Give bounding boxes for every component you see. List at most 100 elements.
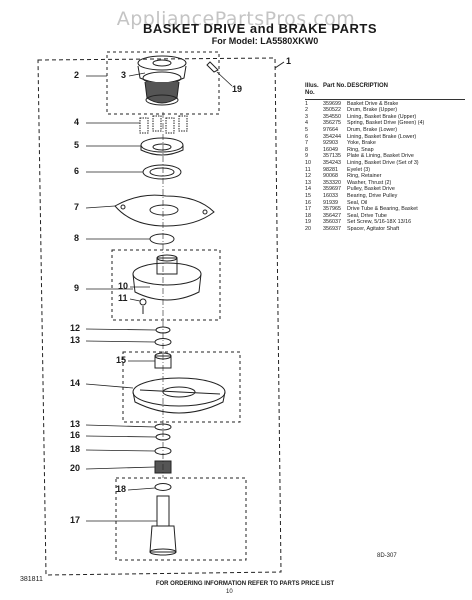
footer-code: 381811	[20, 576, 43, 583]
page-number: 10	[226, 589, 233, 595]
table-row: 18 356427 Seal, Drive Tube	[305, 213, 465, 220]
cell-part-no: 98281	[323, 166, 338, 173]
leader-1	[274, 61, 285, 69]
cell-part-no: 91939	[323, 199, 338, 206]
cell-description: Seal, Drive Tube	[347, 212, 387, 219]
group-drive-tube	[115, 477, 247, 561]
cell-description: Spacer, Agitator Shaft	[347, 225, 400, 232]
callout-6: 6	[74, 166, 80, 176]
cell-part-no: 356275	[323, 120, 341, 127]
cell-description: Drum, Brake (Upper)	[347, 107, 398, 114]
header-part-no: Part No.	[323, 83, 347, 89]
watermark: AppliancePartsPros.com	[116, 8, 356, 30]
callout-18-lower: 18	[116, 484, 127, 494]
cell-illus-no: 18	[305, 212, 311, 219]
cell-illus-no: 12	[305, 173, 311, 180]
yoke-part	[114, 194, 215, 227]
table-row: 17 357965 Drive Tube & Bearing, Basket	[305, 206, 465, 213]
cell-illus-no: 17	[305, 206, 311, 213]
cell-description: Lining, Basket Brake (Lower)	[347, 133, 417, 140]
cell-part-no: 356427	[323, 212, 341, 219]
callout-12: 12	[70, 323, 81, 333]
cell-description: Set Screw, 5/16-18X 13/16	[347, 219, 412, 226]
cell-part-no: 359699	[323, 100, 341, 107]
cell-illus-no: 6	[305, 133, 308, 140]
snap-ring-part	[149, 233, 175, 245]
callout-18: 18	[70, 444, 81, 454]
cell-illus-no: 13	[305, 179, 311, 186]
cell-description: Ring, Snap	[347, 146, 374, 153]
cell-illus-no: 11	[305, 166, 311, 173]
cell-description: Plate & Lining, Basket Drive	[347, 153, 414, 160]
cell-illus-no: 16	[305, 199, 311, 206]
cell-illus-no: 19	[305, 219, 311, 226]
cell-part-no: 356037	[323, 219, 341, 226]
cell-part-no: 357135	[323, 153, 341, 160]
cell-description: Ring, Retainer	[347, 173, 382, 180]
cell-description: Drum, Brake (Lower)	[347, 127, 398, 133]
cell-description: Bearing, Drive Pulley	[347, 192, 398, 199]
table-row: 6 354244 Lining, Basket Brake (Lower)	[305, 134, 465, 141]
callout-13: 13	[70, 335, 81, 345]
cell-description: Eyelet (3)	[347, 166, 371, 173]
callout-15: 15	[116, 355, 127, 365]
callout-7: 7	[74, 202, 80, 212]
table-row: 9 357135 Plate & Lining, Basket Drive	[305, 153, 465, 160]
set-screw-part	[206, 61, 219, 73]
cell-illus-no: 5	[305, 127, 308, 133]
table-row: 16 91939 Seal, Oil	[305, 200, 465, 207]
cell-illus-no: 9	[305, 153, 308, 160]
cell-part-no: 16033	[323, 192, 338, 199]
cell-part-no: 359697	[323, 186, 341, 193]
callout-2: 2	[74, 70, 80, 80]
cell-illus-no: 14	[305, 186, 311, 193]
callout-4: 4	[74, 117, 80, 127]
table-row: 8 16049 Ring, Snap	[305, 147, 465, 154]
cell-part-no: 350522	[323, 107, 341, 114]
model-subtitle: For Model: LA5580XKW0	[211, 36, 319, 46]
cell-description: Lining, Basket Drive (Set of 3)	[347, 159, 419, 166]
drive-tube-part	[156, 495, 170, 527]
callout-10: 10	[118, 281, 129, 291]
cell-part-no: 353320	[323, 179, 341, 186]
cell-part-no: 357965	[323, 206, 341, 213]
callout-11: 11	[118, 293, 128, 303]
callout-20: 20	[70, 463, 81, 473]
lower-lining-part	[142, 164, 182, 180]
page-title: BASKET DRIVE and BRAKE PARTS	[142, 21, 378, 36]
header-illus-no: Illus. No.	[305, 83, 319, 97]
table-row: 11 98281 Eyelet (3)	[305, 167, 465, 174]
cell-part-no: 97664	[323, 127, 338, 133]
callout-3: 3	[121, 70, 127, 80]
cell-description: Drive Tube & Bearing, Basket	[347, 206, 418, 213]
table-header: Illus. No. Part No. DESCRIPTION	[305, 83, 465, 100]
diagram-code: 8D-307	[377, 553, 397, 559]
cell-part-no: 356937	[323, 225, 341, 232]
header-description: DESCRIPTION	[347, 83, 389, 89]
cell-description: Spring, Basket Drive (Green) (4)	[347, 120, 425, 127]
cell-description: Seal, Oil	[347, 199, 368, 206]
cell-part-no: 92903	[323, 140, 338, 147]
cell-description: Yoke, Brake	[347, 140, 376, 147]
cell-part-no: 354244	[323, 133, 341, 140]
cell-illus-no: 15	[305, 192, 311, 199]
cell-part-no: 16049	[323, 146, 338, 153]
cell-illus-no: 7	[305, 140, 308, 147]
cell-part-no: 354550	[323, 113, 341, 120]
callout-8: 8	[74, 233, 80, 243]
table-row: 5 97664 Drum, Brake (Lower)	[305, 127, 465, 134]
callout-5: 5	[74, 140, 80, 150]
cell-illus-no: 8	[305, 146, 308, 153]
table-row: 7 92903 Yoke, Brake	[305, 140, 465, 147]
springs-part	[139, 115, 188, 134]
callout-1: 1	[286, 56, 292, 66]
cell-part-no: 354243	[323, 159, 341, 166]
upper-drum-part	[137, 55, 187, 71]
callout-19: 19	[232, 84, 243, 94]
